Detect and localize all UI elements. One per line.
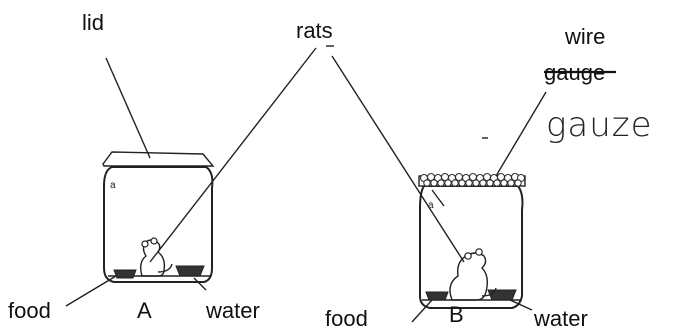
water-dish-b: [487, 289, 517, 301]
label-rats: rats: [296, 18, 333, 43]
leader-water-a: [193, 277, 207, 291]
label-food-a: food: [8, 298, 51, 323]
label-lid: lid: [82, 10, 104, 35]
food-dish-a: [113, 269, 137, 279]
leader-food-b: [411, 299, 433, 323]
label-wire: wire: [564, 24, 605, 49]
leader-lid: [105, 57, 151, 159]
leader-rats-a: [149, 47, 317, 263]
leader-food-a: [65, 275, 117, 307]
rat-b: [449, 248, 497, 301]
wire-gauze-top: [418, 172, 526, 187]
water-dish-a: [175, 265, 205, 277]
food-dish-b: [425, 291, 449, 301]
jar-a: a: [102, 151, 215, 283]
leader-wire-gauze: [495, 91, 547, 177]
label-jar-a: A: [137, 298, 152, 323]
label-jar-b: B: [449, 302, 464, 327]
lid-a: [102, 151, 215, 167]
rat-a: [139, 237, 173, 277]
label-water-a: water: [205, 298, 260, 323]
jar-a-reflection-mark: a: [110, 180, 116, 191]
leader-rats-b: [331, 55, 465, 263]
leader-water-b: [509, 299, 533, 311]
label-water-b: water: [533, 306, 588, 331]
jar-b-reflection-mark: a: [428, 200, 434, 211]
label-gauze-handwritten: gauze: [546, 105, 653, 145]
jar-b: a: [418, 172, 526, 309]
jar-a-body: [103, 166, 214, 283]
leader-rats-b-inner: [431, 189, 445, 207]
jar-b-body: [419, 185, 524, 309]
label-food-b: food: [325, 306, 368, 331]
